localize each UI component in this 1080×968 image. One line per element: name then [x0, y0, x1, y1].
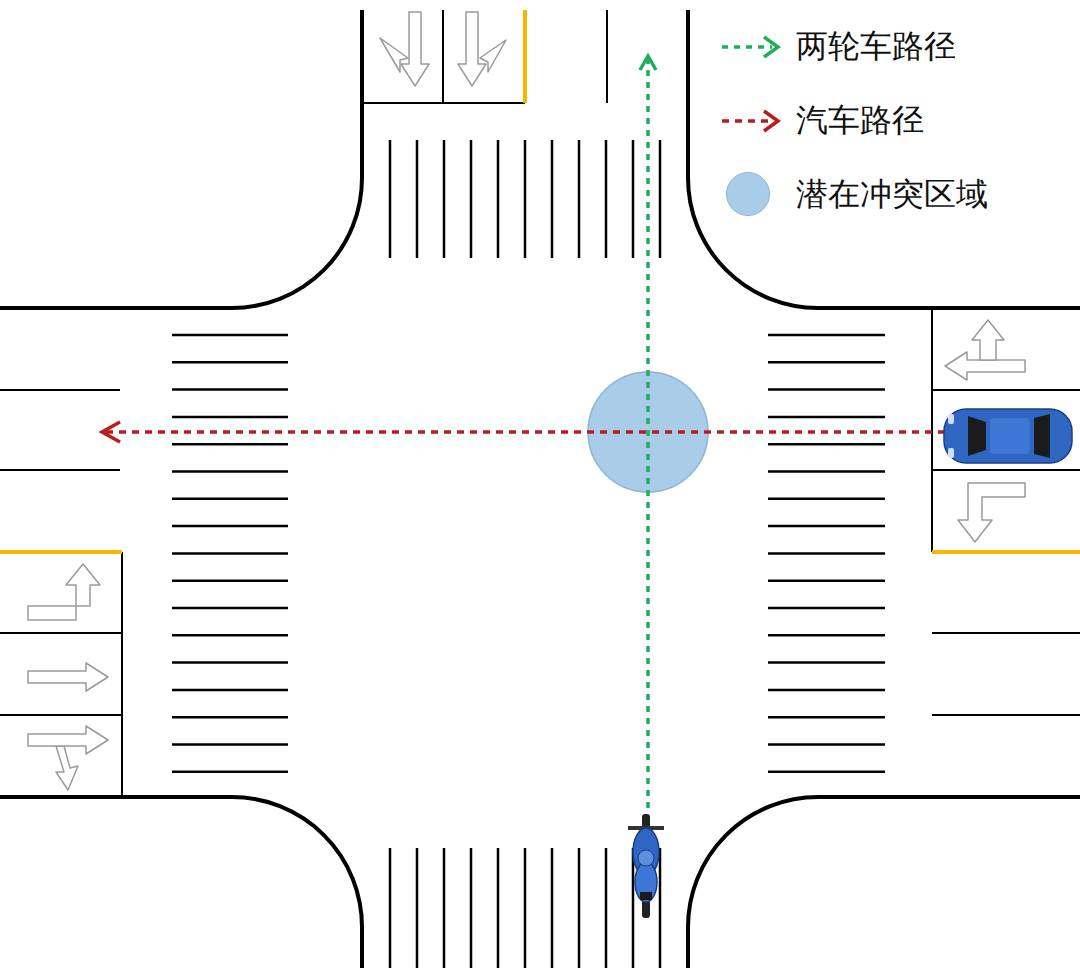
lane-line — [0, 10, 1080, 797]
legend-swatch — [726, 172, 770, 216]
legend-text: 潜在冲突区域 — [796, 173, 988, 217]
car-path — [104, 430, 945, 434]
legend-sample — [716, 170, 788, 220]
legend-line-sample — [716, 22, 788, 72]
legend-sample — [716, 96, 788, 146]
legend-line-sample — [716, 96, 788, 146]
legend-item: 两轮车路径 — [716, 10, 988, 84]
two-wheeler-path — [646, 58, 650, 808]
legend-item: 潜在冲突区域 — [716, 158, 988, 232]
legend-sample — [716, 22, 788, 72]
legend-item: 汽车路径 — [716, 84, 988, 158]
legend: 两轮车路径汽车路径潜在冲突区域 — [716, 10, 988, 232]
center-line — [0, 10, 1080, 552]
road-edge — [0, 10, 1080, 968]
car-icon — [944, 409, 1072, 463]
motorcycle-icon — [628, 814, 664, 918]
crosswalk — [172, 140, 885, 968]
lane-arrow — [28, 12, 1025, 790]
legend-text: 汽车路径 — [796, 99, 924, 143]
legend-text: 两轮车路径 — [796, 25, 956, 69]
